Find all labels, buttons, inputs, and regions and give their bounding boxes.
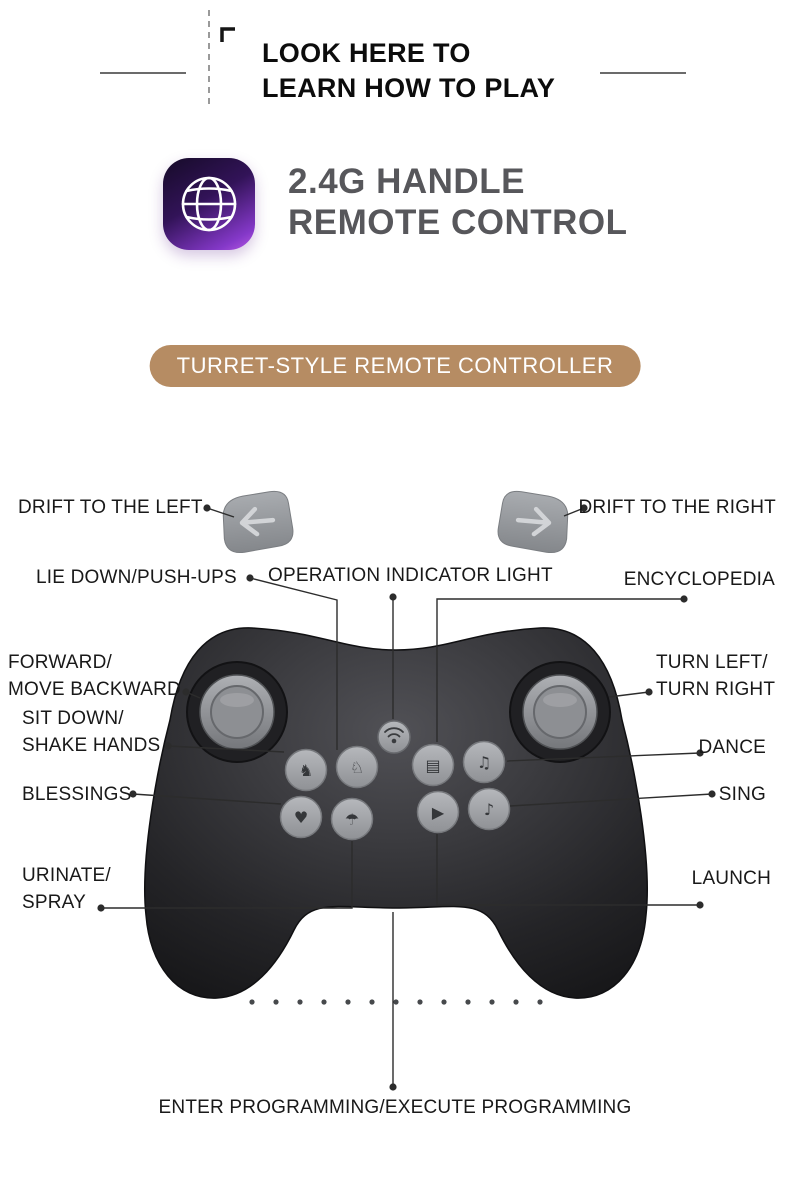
callout-forward (182, 688, 201, 699)
page-title-line1: LOOK HERE TO (262, 38, 471, 68)
launch-button: ▶ (416, 790, 460, 834)
callout-dance (506, 749, 704, 762)
label-sit-line2: SHAKE HANDS (22, 735, 161, 756)
urinate-button: ☂ (330, 797, 374, 841)
globe-icon (163, 158, 255, 250)
product-title-line2: REMOTE CONTROL (288, 203, 628, 242)
left-joystick (186, 661, 288, 763)
page-title: LOOK HERE TO LEARN HOW TO PLAY (262, 36, 555, 106)
sing-button: ♪ (467, 787, 511, 831)
sit-down-button: ♘ (335, 745, 379, 789)
blessings-button: ♥ (279, 795, 323, 839)
launch-icon: ▶ (432, 803, 445, 822)
callout-drift-right (563, 504, 588, 517)
corner-bracket-icon (220, 27, 235, 42)
label-lie-down: LIE DOWN/PUSH-UPS (36, 567, 237, 588)
callout-sit (164, 742, 285, 753)
label-dance: DANCE (698, 737, 766, 758)
page-title-line2: LEARN HOW TO PLAY (262, 73, 556, 103)
label-drift-left: DRIFT TO THE LEFT (18, 497, 203, 518)
callout-operation-indicator (389, 593, 397, 719)
label-launch: LAUNCH (691, 868, 771, 889)
label-sit: SIT DOWN/ SHAKE HANDS (22, 705, 160, 759)
sit-down-icon: ♘ (350, 758, 364, 777)
callout-programming (389, 912, 397, 1091)
callout-blessings (129, 790, 282, 805)
dance-button: ♫ (462, 740, 506, 784)
label-blessings: BLESSINGS (22, 784, 132, 805)
callout-urinate (97, 841, 353, 912)
label-drift-right: DRIFT TO THE RIGHT (578, 497, 776, 518)
banner: TURRET-STYLE REMOTE CONTROLLER (149, 345, 641, 387)
label-urinate-line2: SPRAY (22, 892, 87, 913)
speaker-dots (249, 999, 543, 1005)
callout-turn (608, 688, 653, 698)
signal-indicator-icon (391, 738, 397, 744)
label-turn-line2: TURN RIGHT (656, 679, 776, 700)
label-urinate: URINATE/ SPRAY (22, 862, 111, 916)
lie-down-button: ♞ (284, 748, 328, 792)
indicator-button (377, 720, 411, 754)
encyclopedia-button: ▤ (411, 743, 455, 787)
label-urinate-line1: URINATE/ (22, 865, 111, 886)
label-forward-line1: FORWARD/ (8, 652, 112, 673)
sing-icon: ♪ (484, 800, 494, 819)
dance-icon: ♫ (477, 753, 491, 772)
right-joystick (509, 661, 611, 763)
label-sing: SING (718, 784, 766, 805)
label-encyclopedia: ENCYCLOPEDIA (623, 569, 775, 590)
left-shoulder-button (221, 490, 295, 554)
label-programming: ENTER PROGRAMMING/EXECUTE PROGRAMMING (158, 1097, 632, 1118)
callout-drift-left (203, 504, 235, 518)
label-turn: TURN LEFT/ TURN RIGHT (656, 649, 775, 703)
label-operation-indicator: OPERATION INDICATOR LIGHT (268, 565, 553, 586)
urinate-icon: ☂ (345, 810, 359, 829)
label-sit-line1: SIT DOWN/ (22, 708, 124, 729)
right-shoulder-button (497, 490, 571, 554)
label-turn-line1: TURN LEFT/ (656, 652, 768, 673)
callout-encyclopedia (436, 595, 688, 742)
product-title-line1: 2.4G HANDLE (288, 162, 525, 201)
label-forward: FORWARD/ MOVE BACKWARD (8, 649, 181, 703)
callout-sing (509, 790, 716, 807)
label-forward-line2: MOVE BACKWARD (8, 679, 181, 700)
lie-down-icon: ♞ (299, 761, 313, 780)
encyclopedia-icon: ▤ (425, 756, 440, 775)
callout-lie-down (246, 574, 338, 750)
blessings-icon: ♥ (294, 808, 308, 827)
callout-launch (436, 834, 704, 909)
product-title: 2.4G HANDLE REMOTE CONTROL (288, 161, 627, 243)
